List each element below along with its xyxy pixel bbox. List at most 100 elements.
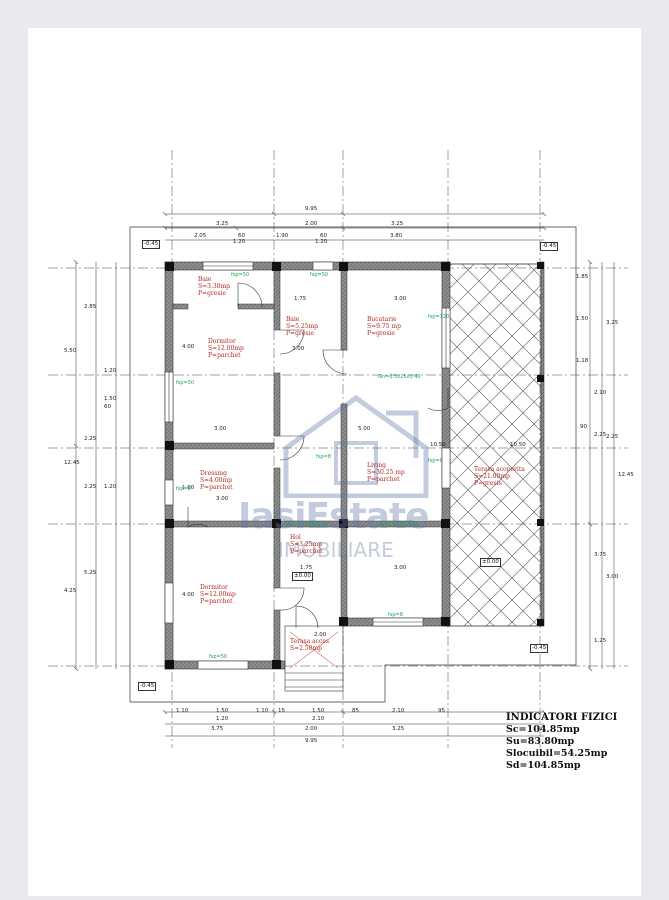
dim-interior: 3.00: [216, 496, 229, 502]
indicator-row: Sc=104.85mp: [506, 724, 580, 735]
dimension-lines: [75, 213, 615, 737]
opening-label: fsp=8: [428, 458, 443, 464]
dim-left: 2.85: [84, 304, 97, 310]
room-dressing: Dressing S=4.00mp P=parchet: [200, 470, 233, 491]
terrace-hatch: [447, 263, 542, 627]
dim-interior: 4.00: [182, 344, 195, 350]
room-name: Baie: [198, 276, 212, 283]
dim-right: 3.25: [606, 320, 619, 326]
dim-left: 5.50: [64, 348, 77, 354]
dim-top: 3.80: [390, 233, 403, 239]
indicators-title: INDICATORI FIZICI: [506, 712, 618, 723]
dim-top: 3.25: [391, 221, 404, 227]
dim-right: 90: [580, 424, 587, 430]
room-name: Baie: [286, 316, 300, 323]
room-name: Dormitor: [200, 584, 228, 591]
room-name: Terasa acoperita: [474, 466, 525, 473]
dim-left: 2.25: [84, 484, 97, 490]
room-baie-1: Baie S=3.30mp P=gresie: [198, 276, 230, 297]
dim-bottom: 15: [278, 708, 285, 714]
dim-left: 12.45: [64, 460, 80, 466]
room-area: S=5.25mp: [286, 323, 319, 330]
dim-interior: 1.00: [182, 485, 195, 491]
opening-label: fsp=50: [209, 654, 228, 660]
drawing-sheet: IasiEstate IMOBILIARE Baie S=3.30mp P=gr…: [28, 28, 641, 896]
dim-left: 60: [104, 404, 111, 410]
dim-bottom: 2.10: [312, 716, 325, 722]
dim-interior: 1.75: [294, 296, 307, 302]
indicators-block: INDICATORI FIZICI Sc=104.85mp Su=83.80mp…: [506, 712, 617, 772]
watermark-sub: IMOBILIARE: [278, 538, 394, 562]
dim-interior: 2.00: [314, 632, 327, 638]
room-bucatarie: Bucatarie S=9.75 mp P=gresie: [367, 316, 401, 337]
indicator-row: Su=83.80mp: [506, 736, 575, 747]
room-area: S=21.00mp: [474, 473, 510, 480]
opening-label: fsp=50: [310, 272, 329, 278]
dim-right: 1.25: [594, 638, 607, 644]
room-terasa-acoperita: Terasa acoperita S=21.00mp P=gresie: [474, 466, 525, 487]
dim-interior: 1.75: [300, 565, 313, 571]
dim-right: 3.00: [606, 574, 619, 580]
dim-bottom: 1.50: [312, 708, 325, 714]
beam-label: Gn=0.5x25x0.40: [376, 522, 419, 528]
indicator-row: Sd=104.85mp: [506, 760, 581, 771]
level-tag: -0.45: [142, 240, 161, 249]
room-name: Terasa acces: [290, 638, 330, 645]
room-area: S=3.25mp: [290, 541, 323, 548]
dim-top: 3.25: [216, 221, 229, 227]
room-area: S=12.00mp: [200, 591, 236, 598]
dim-interior: 10.50: [430, 442, 446, 448]
indicator-row: Slocuibil=54.25mp: [506, 748, 608, 759]
room-name: Living: [367, 462, 386, 469]
room-floor: P=gresie: [474, 480, 502, 487]
dim-bottom: 3.25: [392, 726, 405, 732]
dim-bottom: 1.20: [216, 716, 229, 722]
room-floor: P=parchet: [367, 476, 400, 483]
windows: [164, 261, 451, 670]
dim-right: 2.25: [606, 434, 619, 440]
dim-right: 1.18: [576, 358, 589, 364]
opening-label: fsp=50: [231, 272, 250, 278]
dim-top: 1.20: [315, 239, 328, 245]
dim-left: 4.25: [64, 588, 77, 594]
dim-bottom: 1.10: [256, 708, 269, 714]
entrance-steps: [284, 625, 344, 692]
dim-interior: 3.00: [214, 426, 227, 432]
dim-right: 1.85: [576, 274, 589, 280]
room-floor: P=parchet: [200, 484, 233, 491]
dim-interior: 3.00: [292, 346, 305, 352]
dim-top: 1.90: [276, 233, 289, 239]
room-area: S=12.00mp: [208, 345, 244, 352]
room-area: S=30.25 mp: [367, 469, 405, 476]
opening-label: fsp=8: [176, 486, 191, 492]
dim-right: 12.45: [618, 472, 634, 478]
dim-right: 2.25: [594, 432, 607, 438]
room-floor: P=parchet: [290, 548, 323, 555]
watermark-brand: IasiEstate: [238, 496, 430, 537]
dim-interior: 5.00: [358, 426, 371, 432]
room-area: S=2.50mp: [290, 645, 323, 652]
room-living: Living S=30.25 mp P=parchet: [367, 462, 405, 483]
level-tag: -0.45: [530, 644, 549, 653]
room-name: Hol: [290, 534, 301, 541]
dim-bottom-total: 9.95: [305, 738, 318, 744]
dim-left: 5.25: [84, 570, 97, 576]
dim-bottom: 3.75: [211, 726, 224, 732]
level-tag: ±0.00: [292, 572, 313, 581]
level-tag: -0.45: [138, 682, 157, 691]
level-tag: ±0.00: [480, 558, 501, 567]
room-floor: P=gresie: [198, 290, 226, 297]
opening-label: fsp=8: [388, 612, 403, 618]
dim-bottom: 2.00: [305, 726, 318, 732]
dimension-ticks: [73, 211, 593, 715]
dim-bottom: 85: [352, 708, 359, 714]
dim-interior: 10.50: [510, 442, 526, 448]
dim-interior: 4.00: [182, 592, 195, 598]
doors: [187, 282, 449, 629]
opening-label: fsp=8: [316, 454, 331, 460]
dim-bottom: 1.10: [176, 708, 189, 714]
dim-bottom: 1.50: [216, 708, 229, 714]
room-floor: P=gresie: [286, 330, 314, 337]
watermark-house-icon: [283, 394, 429, 498]
dim-top: 2.05: [194, 233, 207, 239]
